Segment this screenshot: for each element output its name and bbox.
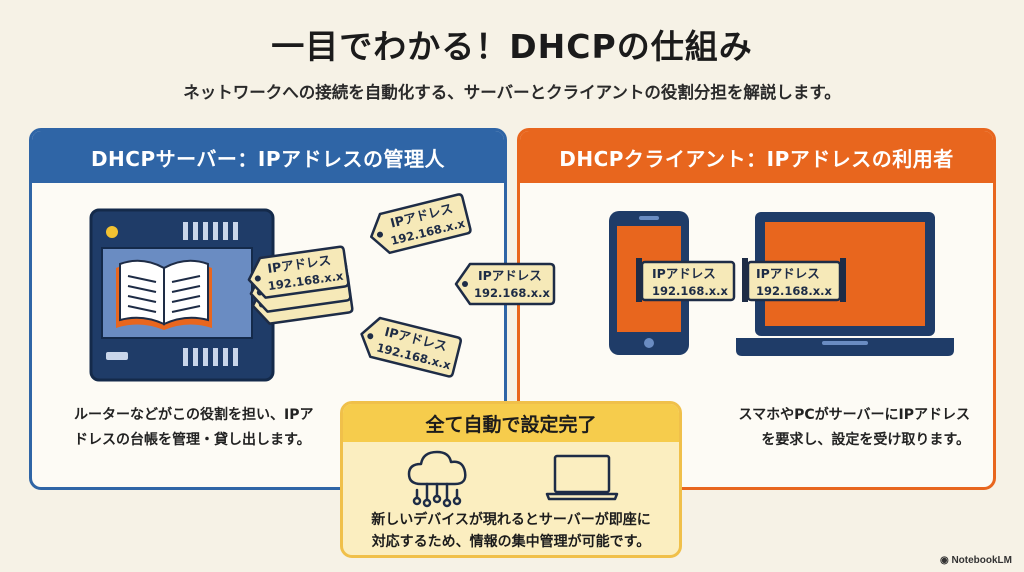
- auto-config-box: 全て自動で設定完了 新しいデバイスが現れるとサーバーが即座に 対応するため、情報…: [340, 401, 682, 558]
- server-text-line-2: ドレスの台帳を管理・貸し出します。: [74, 432, 311, 448]
- ip-tag-flying-1: IPアドレス 192.168.x.x: [365, 192, 473, 258]
- auto-text-line-1: 新しいデバイスが現れるとサーバーが即座に: [371, 512, 651, 528]
- server-text-line-1: ルーターなどがこの役割を担い、IPア: [74, 407, 314, 423]
- page-subtitle: ネットワークへの接続を自動化する、サーバーとクライアントの役割分担を解説します。: [183, 83, 841, 102]
- auto-text-line-2: 対応するため、情報の集中管理が可能です。: [371, 534, 651, 550]
- client-panel-description: スマホやPCがサーバーにIPアドレス を要求し、設定を受け取ります。: [700, 403, 970, 453]
- tag-address: 192.168.x.x: [756, 284, 833, 298]
- page-title: 一目でわかる！DHCPの仕組み: [271, 27, 753, 66]
- ip-tag-smartphone: IPアドレス 192.168.x.x: [636, 258, 736, 302]
- tag-label: IPアドレス: [478, 268, 542, 283]
- auto-config-description: 新しいデバイスが現れるとサーバーが即座に 対応するため、情報の集中管理が可能です…: [343, 509, 679, 553]
- watermark-label: NotebookLM: [951, 555, 1012, 566]
- notebooklm-logo-icon: ◉: [939, 555, 949, 566]
- tag-address: 192.168.x.x: [474, 286, 551, 300]
- auto-config-header: 全て自動で設定完了: [343, 404, 679, 442]
- client-text-line-1: スマホやPCがサーバーにIPアドレス: [738, 407, 970, 423]
- ip-tag-flying-3: IPアドレス 192.168.x.x: [355, 313, 463, 379]
- ip-tag-server: IPアドレス 192.168.x.x: [244, 245, 350, 301]
- book-icon: [116, 259, 212, 330]
- server-panel-description: ルーターなどがこの役割を担い、IPア ドレスの台帳を管理・貸し出します。: [74, 403, 344, 453]
- cloud-network-icon: [407, 450, 467, 508]
- laptop-outline-icon: [545, 454, 619, 501]
- client-panel: DHCPクライアント：IPアドレスの利用者 スマホやPCがサーバーにIPアドレス…: [517, 128, 996, 490]
- server-panel-header: DHCPサーバー：IPアドレスの管理人: [32, 131, 504, 183]
- tag-label: IPアドレス: [756, 266, 820, 281]
- tag-label: IPアドレス: [652, 266, 716, 281]
- tag-address: 192.168.x.x: [652, 284, 729, 298]
- notebooklm-watermark: ◉ NotebookLM: [940, 555, 1012, 566]
- client-panel-header: DHCPクライアント：IPアドレスの利用者: [520, 131, 993, 183]
- auto-config-icons: [407, 450, 619, 508]
- client-text-line-2: を要求し、設定を受け取ります。: [761, 432, 970, 448]
- ip-tag-laptop: IPアドレス 192.168.x.x: [742, 258, 846, 302]
- ip-tag-flying-2: IPアドレス 192.168.x.x: [454, 262, 556, 306]
